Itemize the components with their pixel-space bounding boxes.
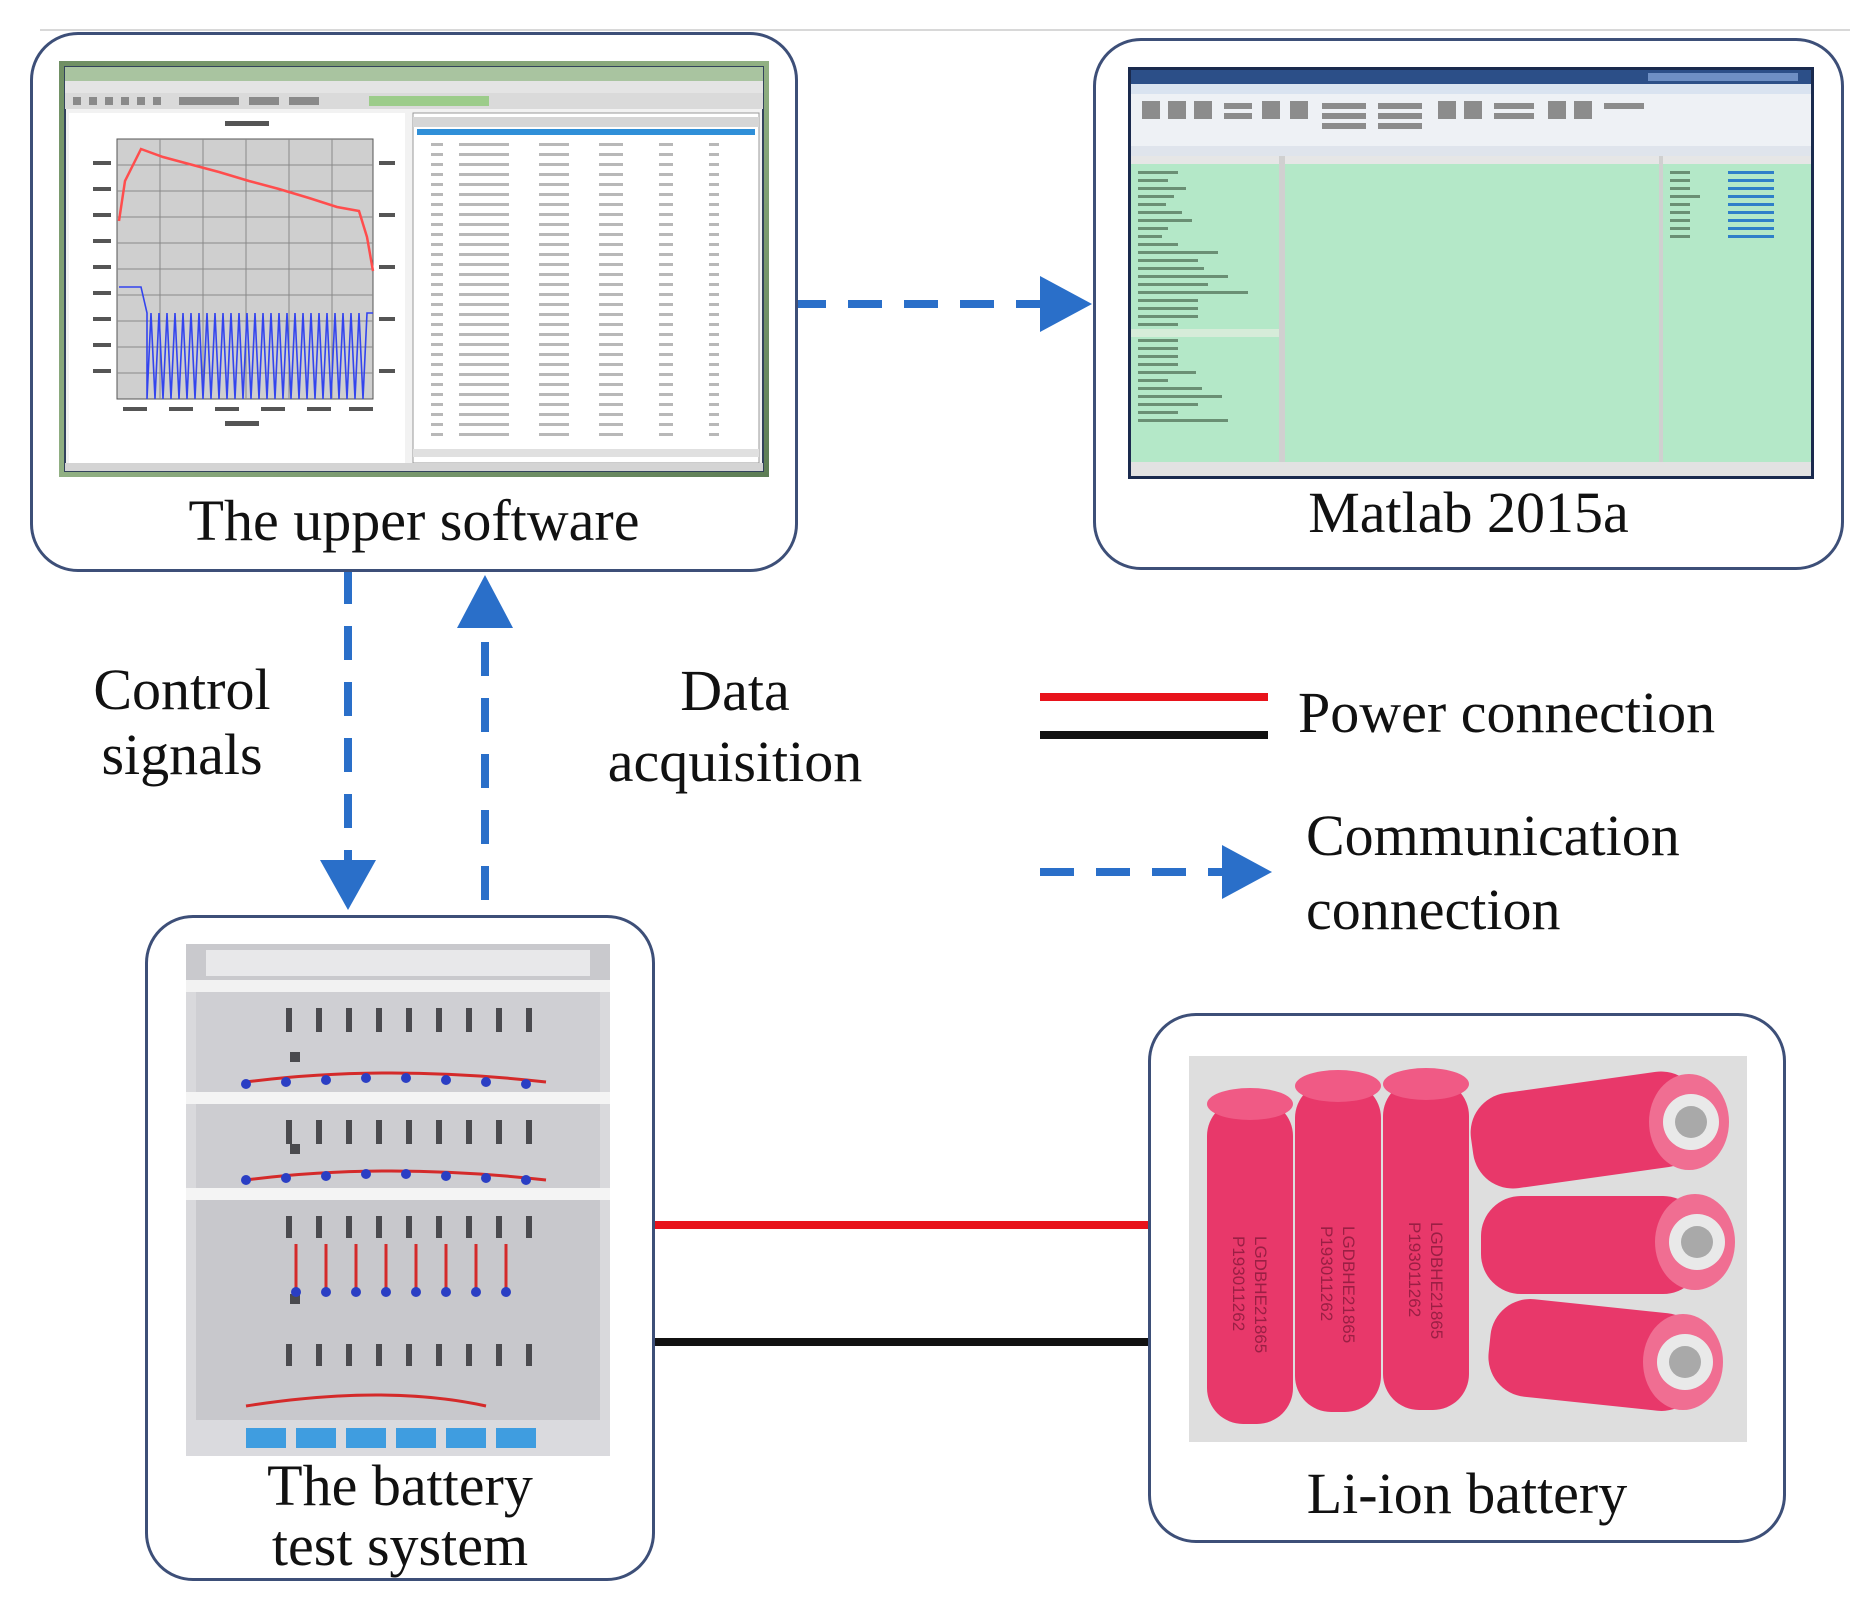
li-ion-battery-photo: LGDBHE21865 P193011262 LGDBHE21865 P1930… [1189, 1056, 1747, 1442]
arrow-software-to-matlab [792, 276, 1092, 332]
legend-communication-line1: Communication [1306, 803, 1680, 868]
edge-label-control-signals: Control signals [62, 657, 302, 788]
legend-communication-label: Communication connection [1306, 799, 1680, 947]
arrow-control-signals [320, 570, 376, 910]
upper-software-caption: The upper software [188, 488, 640, 553]
data-acquisition-line1: Data [680, 658, 790, 723]
node-li-ion-battery: LGDBHE21865 P193011262 LGDBHE21865 P1930… [1148, 1013, 1786, 1543]
edge-label-data-acquisition: Data acquisition [560, 656, 910, 798]
li-ion-battery-caption: Li-ion battery [1306, 1461, 1628, 1526]
cell-marking-1: LGDBHE21865 [1251, 1236, 1270, 1353]
data-acquisition-line2: acquisition [607, 728, 863, 794]
matlab-caption: Matlab 2015a [1308, 480, 1629, 545]
control-signals-line2: signals [101, 721, 263, 787]
node-battery-test-system: The battery test system [145, 915, 655, 1581]
arrow-data-acquisition [457, 575, 513, 900]
battery-test-system-caption-line2: test system [271, 1513, 529, 1578]
legend-power-label: Power connection [1298, 680, 1716, 745]
cell-marking-3: LGDBHE21865 [1339, 1226, 1358, 1343]
cell-marking-4: P193011262 [1317, 1226, 1336, 1321]
legend-communication-arrow [1040, 845, 1272, 899]
cell-marking-2: P193011262 [1229, 1236, 1248, 1331]
node-upper-software: The upper software [30, 32, 798, 572]
node-matlab: Matlab 2015a [1093, 38, 1844, 570]
legend-communication-line2: connection [1306, 877, 1561, 943]
control-signals-line1: Control [93, 657, 271, 722]
cell-marking-6: P193011262 [1405, 1222, 1424, 1317]
cell-marking-5: LGDBHE21865 [1427, 1222, 1446, 1339]
battery-test-system-caption-line1: The battery [267, 1453, 533, 1518]
battery-test-system-photo [186, 944, 610, 1456]
upper-software-screenshot [59, 61, 769, 477]
matlab-screenshot [1128, 67, 1814, 479]
